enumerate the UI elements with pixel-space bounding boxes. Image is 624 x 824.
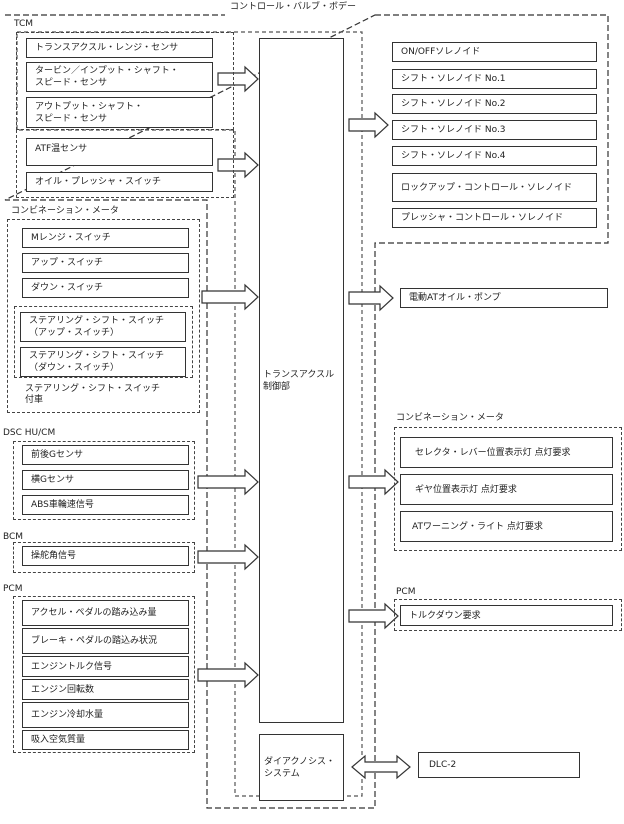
input-item: アクセル・ペダルの踏み込み量 [22, 600, 189, 626]
arrow-dsc [197, 468, 259, 496]
input-item: 操舵角信号 [22, 546, 189, 566]
bcm-label: BCM [3, 532, 24, 542]
tcm-group-lower [16, 130, 234, 198]
tcm-group-upper [16, 32, 234, 130]
input-item: トランスアクスル・レンジ・センサ [26, 38, 213, 58]
input-item: エンジントルク信号 [22, 656, 189, 677]
combination-meter-out-group [394, 427, 622, 551]
pcm-label: PCM [3, 584, 23, 594]
solenoid-item: ロックアップ・コントロール・ソレノイド [392, 173, 597, 202]
arrow-tcm-atf [217, 151, 259, 179]
output-item: ギヤ位置表示灯 点灯要求 [400, 474, 613, 505]
valve-body-outline [4, 14, 609, 809]
arrow-pcm [197, 661, 259, 689]
input-item: 横Gセンサ [22, 470, 189, 490]
arrow-combination-meter-out [348, 468, 399, 496]
arrow-combination-meter [201, 283, 259, 311]
output-item: セレクタ・レバー位置表示灯 点灯要求 [400, 437, 613, 468]
solenoid-item: プレッシャ・コントロール・ソレノイド [392, 208, 597, 228]
dsc-group [13, 441, 195, 520]
solenoid-item: シフト・ソレノイド No.2 [392, 94, 597, 114]
input-item: ブレーキ・ペダルの踏込み状況 [22, 628, 189, 654]
arrow-bcm [197, 543, 259, 571]
input-item: Mレンジ・スイッチ [22, 228, 189, 248]
diagnosis-system: ダイアクノシス・ システム [259, 734, 344, 801]
arrow-pcm-out [348, 602, 399, 630]
dsc-label: DSC HU/CM [3, 428, 56, 438]
input-item: ATF温センサ [26, 138, 213, 166]
tcm-label: TCM [14, 19, 34, 29]
output-item: ATワーニング・ライト 点灯要求 [400, 511, 613, 542]
dlc-2-connector: DLC-2 [418, 752, 580, 778]
input-item: ABS車輪速信号 [22, 495, 189, 515]
solenoid-item: シフト・ソレノイド No.4 [392, 146, 597, 166]
input-item: オイル・プレッシャ・スイッチ [26, 172, 213, 192]
solenoid-item: ON/OFFソレノイド [392, 42, 597, 62]
pcm-group [13, 596, 195, 753]
combination-meter-label: コンビネーション・メータ [11, 206, 119, 216]
control-valve-body-title: コントロール・バルブ・ボデー [230, 2, 357, 12]
input-item: ステアリング・シフト・スイッチ （アップ・スイッチ） [20, 312, 186, 342]
pcm-out-label: PCM [396, 587, 416, 597]
tcm-outline [16, 31, 363, 797]
arrow-solenoids [348, 111, 389, 139]
input-item: ダウン・スイッチ [22, 278, 189, 298]
solenoid-item: シフト・ソレノイド No.3 [392, 120, 597, 140]
combination-meter-out-label: コンビネーション・メータ [396, 413, 504, 423]
steering-shift-note: ステアリング・シフト・スイッチ 付車 [25, 384, 161, 405]
steering-shift-group [14, 306, 193, 378]
output-item: トルクダウン要求 [400, 605, 613, 626]
input-item: アウトプット・シャフト・ スピード・センサ [26, 97, 213, 128]
electric-oil-pump: 電動ATオイル・ポンプ [400, 288, 608, 308]
input-item: エンジン冷却水量 [22, 702, 189, 728]
input-item: 吸入空気質量 [22, 730, 189, 750]
arrow-tcm-sensors [217, 65, 259, 93]
arrow-pump [348, 284, 394, 312]
bcm-group [13, 542, 195, 573]
input-item: 前後Gセンサ [22, 445, 189, 465]
pcm-out-group [394, 599, 622, 631]
combination-meter-group [7, 219, 200, 413]
arrow-dlc-bidirectional [351, 754, 411, 780]
solenoid-item: シフト・ソレノイド No.1 [392, 69, 597, 89]
input-item: タービン／インプット・シャフト・ スピード・センサ [26, 62, 213, 92]
input-item: エンジン回転数 [22, 679, 189, 700]
transaxle-control-unit: トランスアクスル 制御部 [259, 38, 344, 723]
input-item: ステアリング・シフト・スイッチ （ダウン・スイッチ） [20, 347, 186, 377]
input-item: アップ・スイッチ [22, 253, 189, 273]
